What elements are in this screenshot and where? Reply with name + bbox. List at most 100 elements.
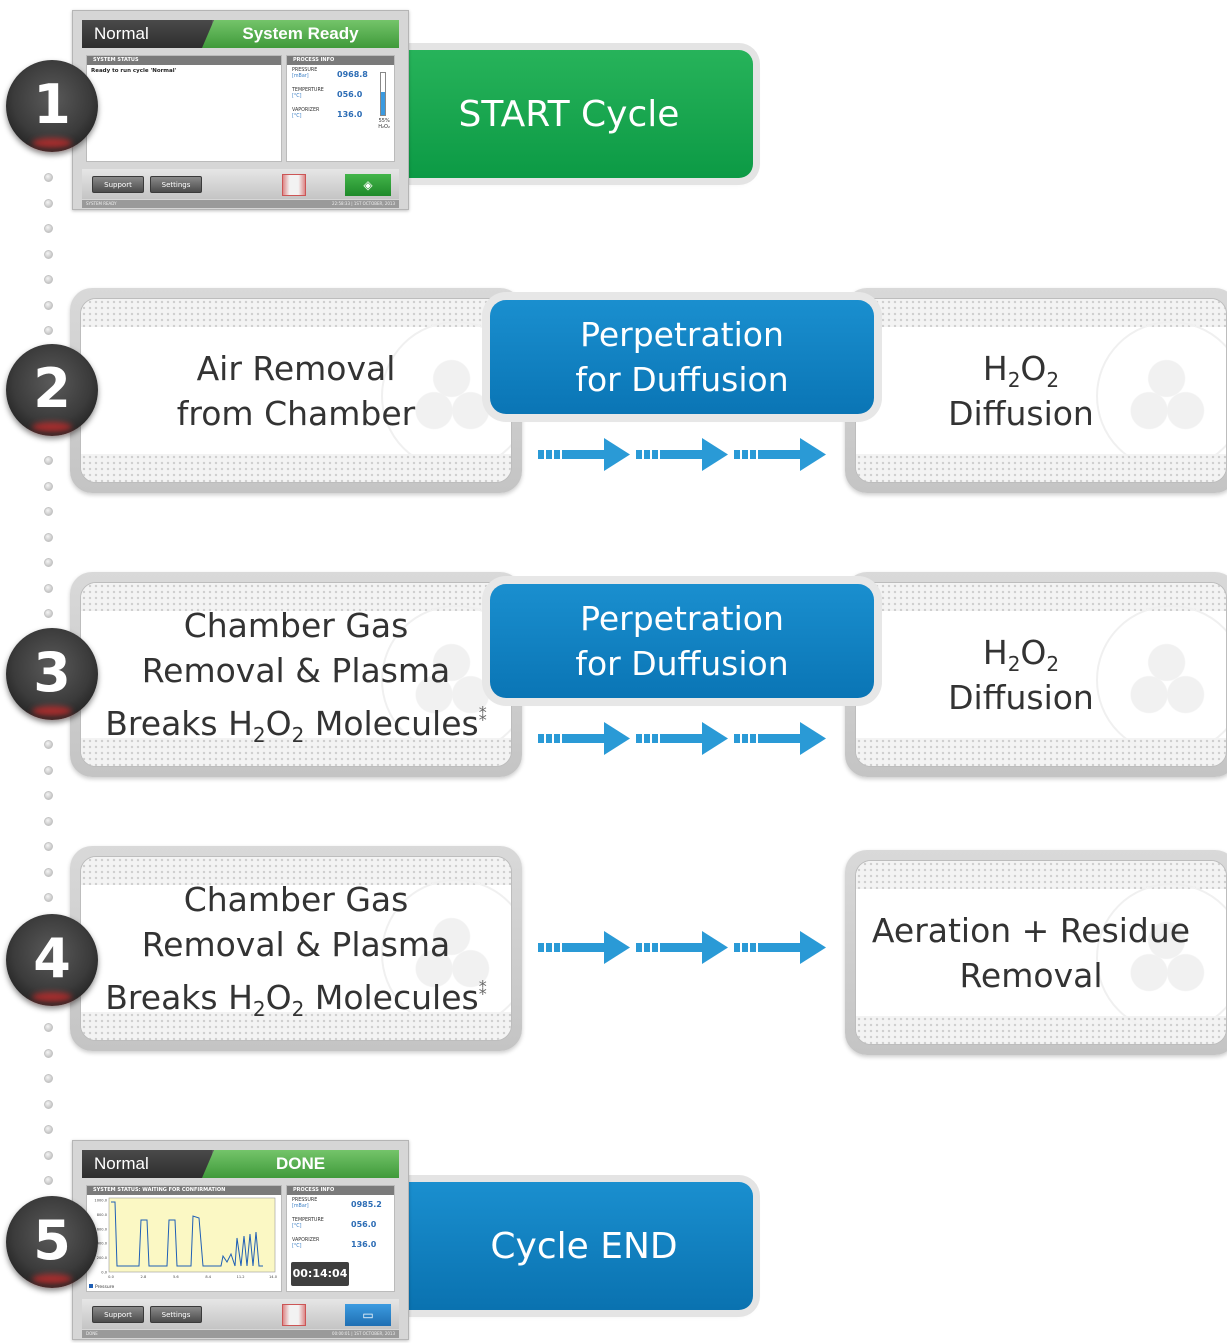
decorative-circle-icon — [381, 878, 511, 1029]
confirm-button[interactable]: ▭ — [345, 1304, 391, 1326]
timeline-dot — [44, 1176, 53, 1185]
h2o2-formula: H2O2 — [982, 348, 1060, 392]
x-tick-label: 2.8 — [141, 1275, 147, 1279]
cycle-end-label: Cycle END — [490, 1225, 678, 1267]
timeline-dot — [44, 173, 53, 182]
footnote-asterisk: ⁑ — [478, 980, 487, 999]
h2o2-level-bar — [380, 72, 386, 116]
status-text: Ready to run cycle 'Normal' — [91, 68, 177, 74]
timeline-dot — [44, 199, 53, 208]
system-ready-screen: Normal System Ready SYSTEM STATUS Ready … — [72, 10, 409, 210]
screen-toolbar: Support Settings ▭ — [82, 1299, 399, 1329]
mode-label: Normal — [82, 20, 212, 48]
state-label: DONE — [202, 1150, 399, 1178]
support-button[interactable]: Support — [92, 1306, 144, 1323]
h2o2-diffusion-stage: H2O2 Diffusion — [845, 288, 1227, 493]
timeline-dot — [44, 1100, 53, 1109]
timeline-dot — [44, 250, 53, 259]
aeration-stage: Aeration + Residue Removal — [845, 850, 1227, 1055]
h2o2-formula: H2O2 — [982, 632, 1060, 676]
flow-arrows — [538, 931, 826, 964]
footer-status: SYSTEM READY — [86, 201, 117, 206]
timeline-dot — [44, 1023, 53, 1032]
start-cycle-banner[interactable]: START Cycle — [395, 50, 753, 178]
temp-value: 056.0 — [351, 1220, 377, 1229]
mode-label: Normal — [82, 1150, 212, 1178]
stage-line-2: Removal — [959, 955, 1103, 995]
temp-label: TEMPERTURE — [292, 88, 324, 93]
settings-button[interactable]: Settings — [150, 176, 202, 193]
arrow-right-icon — [538, 438, 826, 471]
timeline-dot — [44, 1049, 53, 1058]
stage-line-2: Removal & Plasma — [141, 925, 451, 964]
step-number-3: 3 — [6, 628, 98, 720]
pressure-label: PRESSURE — [292, 1198, 318, 1203]
y-tick-label: 800.0 — [97, 1213, 108, 1217]
chamber-gas-stage-3: Chamber Gas Removal & Plasma Breaks H2O2… — [70, 572, 522, 777]
footer-datetime: 22:58:33 | 1ST OCTOBER, 2013 — [332, 201, 395, 206]
vap-label: VAPORIZER — [292, 108, 320, 113]
timeline-dot — [44, 842, 53, 851]
stage-line-1: Chamber Gas — [183, 880, 409, 919]
x-tick-label: 0.0 — [108, 1275, 114, 1279]
timeline-dot — [44, 868, 53, 877]
temp-label: TEMPERTURE — [292, 1218, 324, 1223]
footer-datetime: 00:00:01 | 1ST OCTOBER, 2013 — [332, 1331, 395, 1336]
pressure-unit: [mBar] — [292, 1204, 309, 1209]
x-tick-label: 11.2 — [237, 1275, 245, 1279]
stop-button[interactable] — [282, 1304, 306, 1326]
stage-line-1: Air Removal — [196, 348, 396, 388]
timeline-dot — [44, 1125, 53, 1134]
timeline-dot — [44, 791, 53, 800]
timeline-dot — [44, 1151, 53, 1160]
step-number-2: 2 — [6, 344, 98, 436]
process-info-panel: PROCESS INFO PRESSURE[mBar] 0968.8 TEMPE… — [286, 55, 395, 162]
start-diamond-icon: ◈ — [363, 178, 373, 192]
arrow-right-icon — [636, 438, 728, 471]
screen-footer: DONE 00:00:01 | 1ST OCTOBER, 2013 — [82, 1330, 399, 1338]
elapsed-timer: 00:14:04 — [291, 1262, 349, 1286]
pressure-series-line — [111, 1201, 263, 1267]
stage-line-1: Aeration + Residue — [871, 910, 1191, 950]
process-info-panel: PROCESS INFO PRESSURE[mBar] 0985.2 TEMPE… — [286, 1185, 395, 1292]
vap-unit: [°C] — [292, 114, 302, 119]
confirm-icon: ▭ — [362, 1308, 374, 1322]
temp-unit: [°C] — [292, 94, 302, 99]
support-button[interactable]: Support — [92, 176, 144, 193]
pressure-value: 0985.2 — [351, 1200, 382, 1209]
start-button[interactable]: ◈ — [345, 174, 391, 196]
timeline-dot — [44, 1074, 53, 1083]
prep-line-2: for Duffusion — [575, 644, 789, 683]
arrow-right-icon — [636, 931, 728, 964]
settings-button[interactable]: Settings — [150, 1306, 202, 1323]
process-title: PROCESS INFO — [287, 1186, 394, 1195]
pressure-unit: [mBar] — [292, 74, 309, 79]
done-screen: Normal DONE SYSTEM STATUS: WAITING FOR C… — [72, 1140, 409, 1340]
prep-line-1: Perpetration — [580, 599, 784, 638]
cycle-end-banner[interactable]: Cycle END — [395, 1182, 753, 1310]
timeline-dot — [44, 817, 53, 826]
vaporizer-row: VAPORIZER[°C] 136.0 — [287, 105, 394, 125]
state-label: System Ready — [202, 20, 399, 48]
stage-line-2: Diffusion — [948, 393, 1094, 433]
air-removal-stage: Air Removal from Chamber — [70, 288, 522, 493]
vap-unit: [°C] — [292, 1244, 302, 1249]
preparation-diffusion-box: Perpetration for Duffusion — [490, 300, 874, 414]
pressure-row: PRESSURE[mBar] 0968.8 — [287, 65, 394, 85]
process-title: PROCESS INFO — [287, 56, 394, 65]
stop-button[interactable] — [282, 174, 306, 196]
stage-line-2: Removal & Plasma — [141, 651, 451, 690]
y-tick-label: 600.0 — [97, 1227, 108, 1231]
temp-row: TEMPERTURE[°C] 056.0 — [287, 1215, 394, 1235]
arrow-right-icon — [538, 931, 826, 964]
arrow-right-icon — [734, 438, 826, 471]
arrow-right-icon — [734, 931, 826, 964]
system-status-panel: SYSTEM STATUS: WAITING FOR CONFIRMATION … — [86, 1185, 282, 1292]
stage-line-3: Breaks H2O2 Molecules⁑ — [105, 978, 487, 1021]
timeline-dot — [44, 275, 53, 284]
legend-swatch — [89, 1284, 93, 1288]
vaporizer-row: VAPORIZER[°C] 136.0 — [287, 1235, 394, 1255]
screen-header: Normal System Ready — [82, 20, 399, 48]
decorative-circle-icon — [381, 320, 511, 471]
